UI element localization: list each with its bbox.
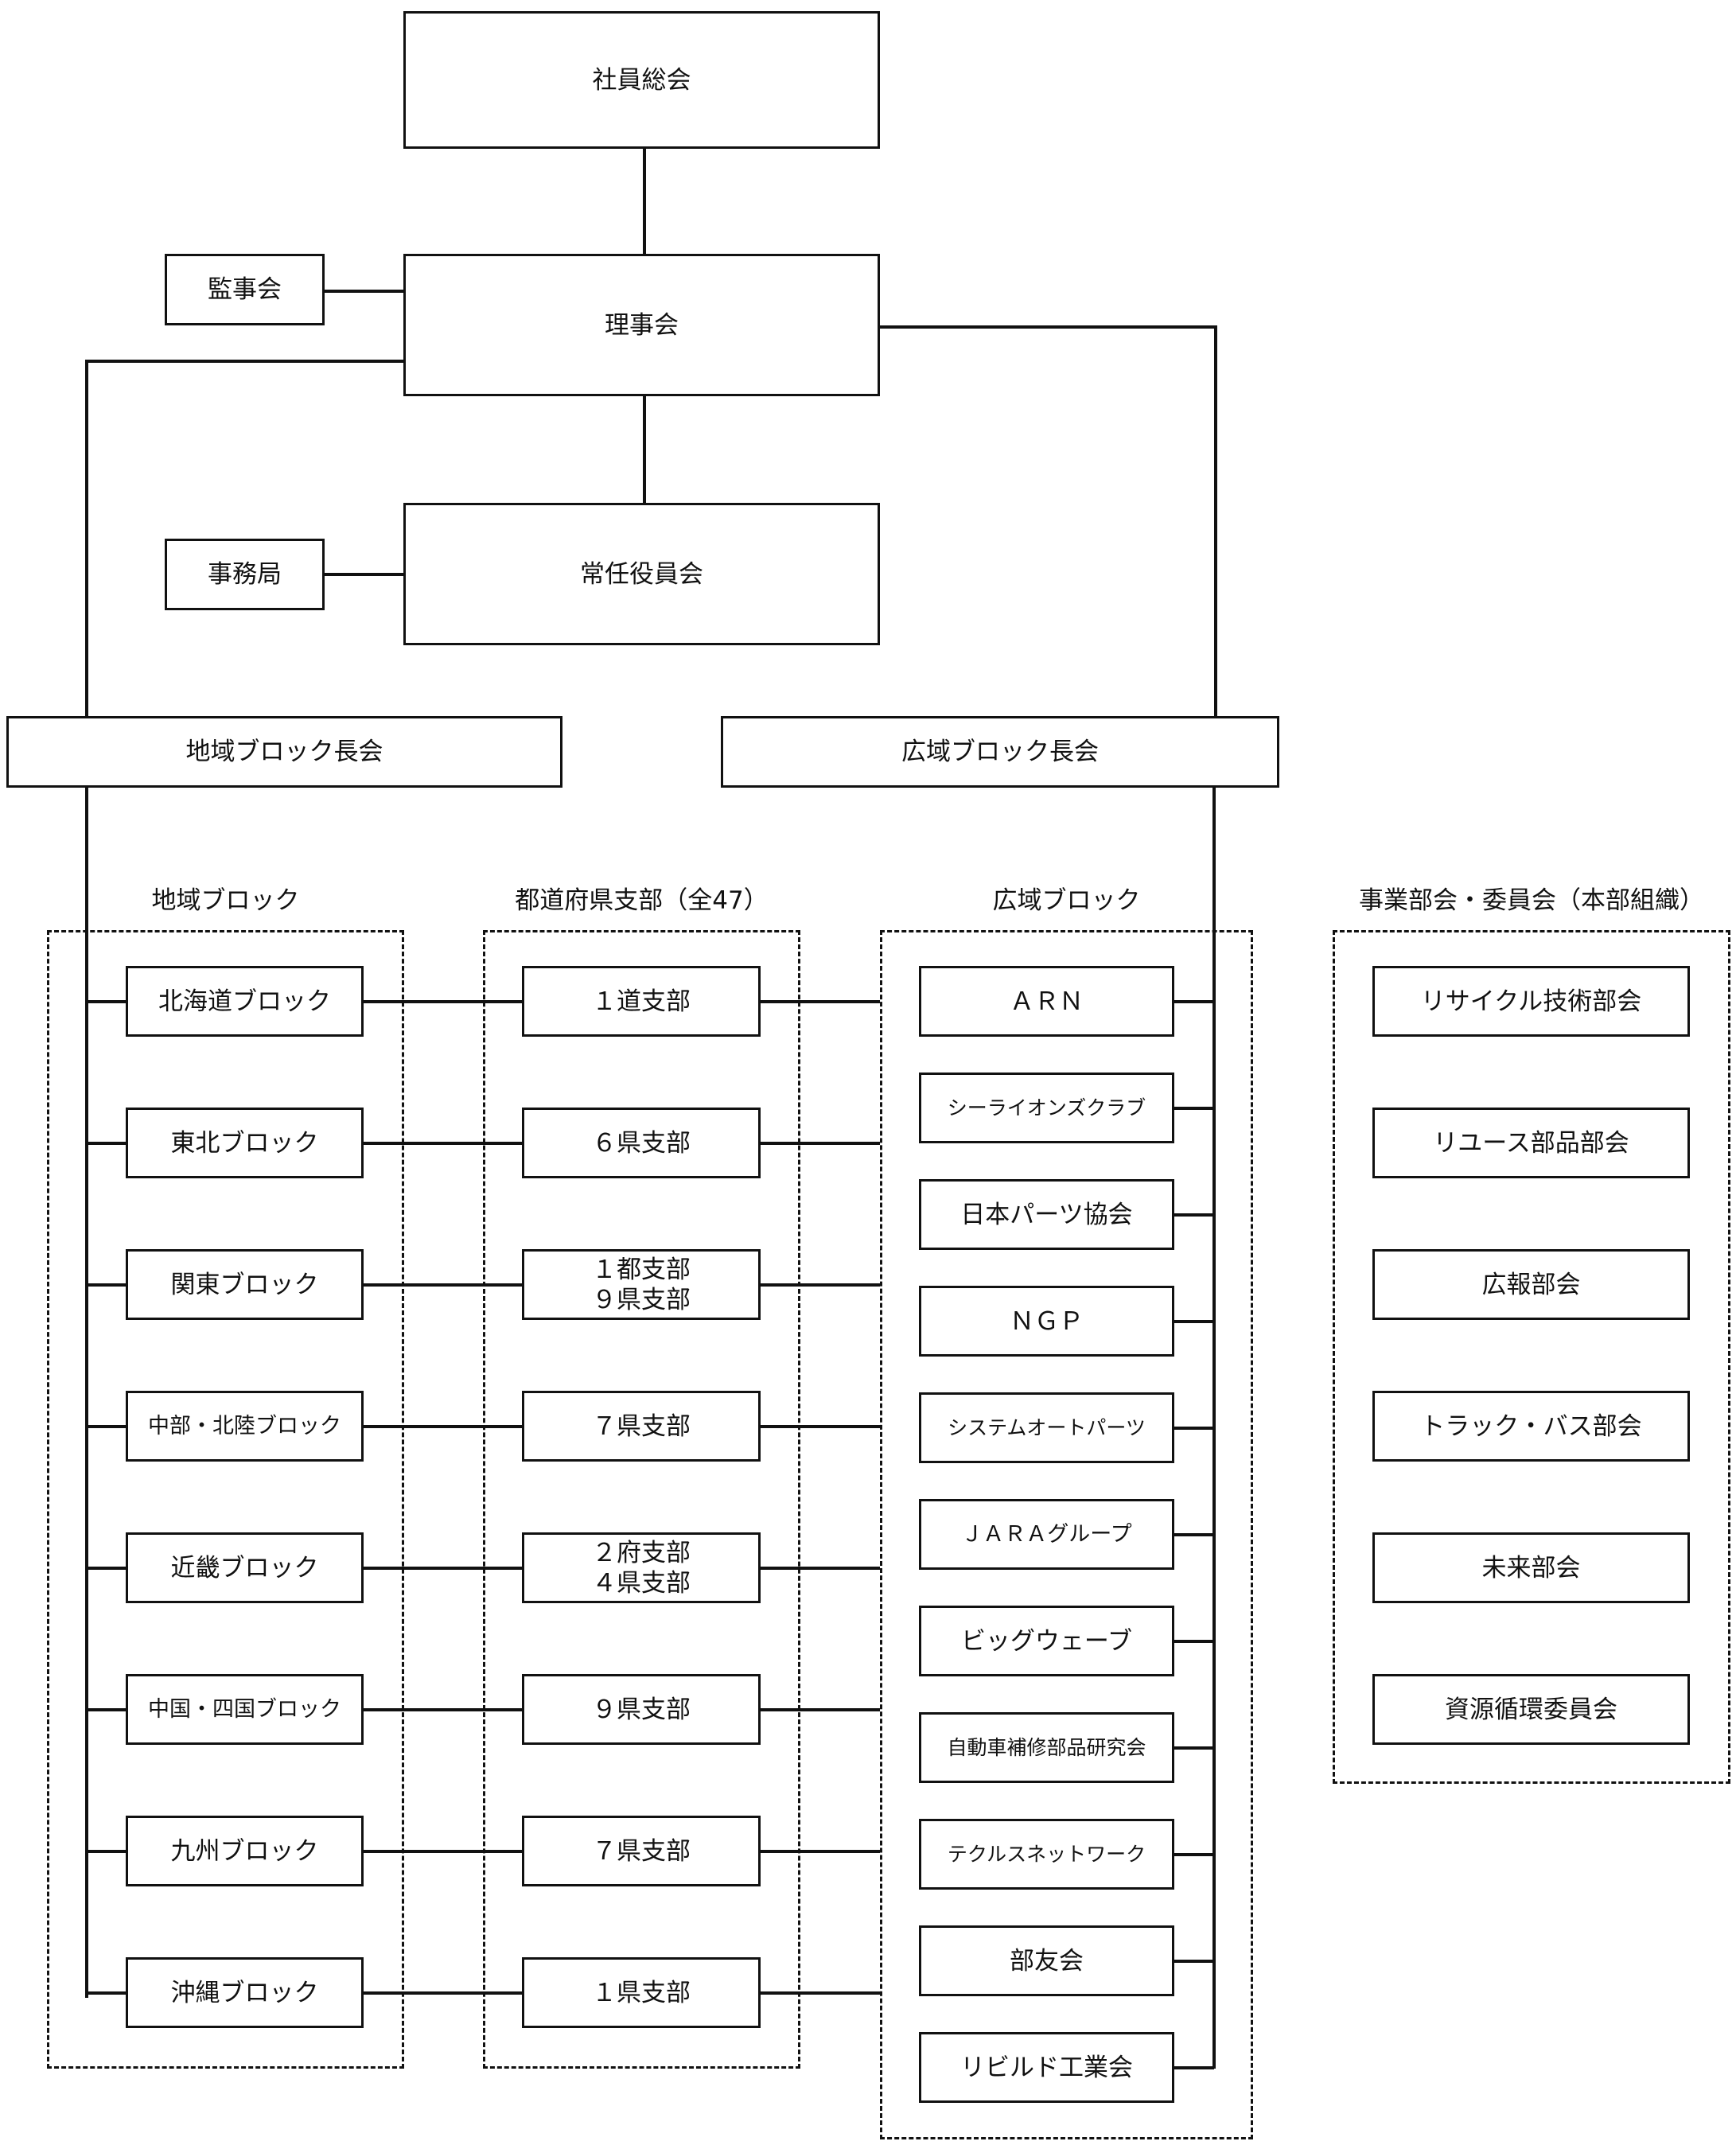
wide-area-block-box: 自動車補修部品研究会 bbox=[919, 1712, 1174, 1783]
connector-line bbox=[761, 1991, 880, 1995]
executive-committee-box: 常任役員会 bbox=[403, 503, 880, 645]
regional-block-box: 中部・北陸ブロック bbox=[126, 1391, 364, 1462]
wide-area-block-box: リビルド工業会 bbox=[919, 2032, 1174, 2103]
regional-block-box: 中国・四国ブロック bbox=[126, 1674, 364, 1745]
connector-line bbox=[364, 1141, 522, 1145]
connector-line bbox=[643, 149, 646, 254]
connector-line bbox=[364, 1424, 522, 1428]
wide-area-block-box: ビッグウェーブ bbox=[919, 1606, 1174, 1676]
wide-area-block-box: 部友会 bbox=[919, 1925, 1174, 1996]
connector-line bbox=[85, 1424, 126, 1428]
connector-line bbox=[761, 1283, 880, 1287]
prefectural-branch-box: ２府支部 ４県支部 bbox=[522, 1532, 761, 1603]
connector-line bbox=[85, 999, 126, 1003]
connector-line bbox=[1174, 1852, 1214, 1856]
connector-line bbox=[880, 325, 1217, 329]
prefectural-branch-box: １都支部 ９県支部 bbox=[522, 1249, 761, 1320]
connector-line bbox=[761, 999, 880, 1003]
secretariat-box: 事務局 bbox=[165, 539, 325, 610]
connector-line bbox=[364, 1283, 522, 1287]
regional-block-box: 北海道ブロック bbox=[126, 966, 364, 1037]
prefectural-branches-header: 都道府県支部（全47） bbox=[515, 886, 769, 915]
regional-block-box: 近畿ブロック bbox=[126, 1532, 364, 1603]
prefectural-branch-box: ７県支部 bbox=[522, 1816, 761, 1886]
connector-line bbox=[1174, 1426, 1214, 1430]
wide-area-block-box: システムオートパーツ bbox=[919, 1392, 1174, 1463]
connector-line bbox=[1174, 1639, 1214, 1643]
connector-line bbox=[761, 1707, 880, 1711]
connector-line bbox=[85, 1849, 126, 1853]
prefectural-branch-box: １県支部 bbox=[522, 1957, 761, 2028]
committee-box: 広報部会 bbox=[1372, 1249, 1690, 1320]
connector-line bbox=[761, 1566, 880, 1570]
wide-area-block-box: テクルスネットワーク bbox=[919, 1819, 1174, 1890]
wide-area-blocks-header: 広域ブロック bbox=[992, 886, 1141, 915]
prefectural-branches-group bbox=[483, 930, 800, 2069]
connector-line bbox=[85, 360, 403, 363]
connector-line bbox=[325, 290, 403, 293]
regional-block-box: 沖縄ブロック bbox=[126, 1957, 364, 2028]
wide-area-block-box: ＡＲＮ bbox=[919, 966, 1174, 1037]
connector-line bbox=[85, 1991, 126, 1995]
connector-line bbox=[1174, 1106, 1214, 1110]
connector-line bbox=[761, 1849, 880, 1853]
connector-line bbox=[1174, 1746, 1214, 1750]
wide-area-block-box: 日本パーツ協会 bbox=[919, 1179, 1174, 1250]
regional-block-chairs-box: 地域ブロック長会 bbox=[6, 716, 562, 788]
auditors-box: 監事会 bbox=[165, 254, 325, 325]
connector-line bbox=[364, 999, 522, 1003]
regional-block-box: 九州ブロック bbox=[126, 1816, 364, 1886]
connector-line bbox=[364, 1707, 522, 1711]
regional-blocks-header: 地域ブロック bbox=[151, 886, 300, 915]
connector-line bbox=[643, 396, 646, 503]
regional-trunk-line bbox=[85, 788, 88, 1998]
prefectural-branch-box: １道支部 bbox=[522, 966, 761, 1037]
connector-line bbox=[1174, 1959, 1214, 1963]
board-box: 理事会 bbox=[403, 254, 880, 396]
connector-line bbox=[364, 1566, 522, 1570]
connector-line bbox=[85, 1141, 126, 1145]
wide-area-block-box: ＮＧＰ bbox=[919, 1286, 1174, 1357]
committee-box: 資源循環委員会 bbox=[1372, 1674, 1690, 1745]
committees-group bbox=[1333, 930, 1730, 1784]
connector-line bbox=[364, 1991, 522, 1995]
connector-line bbox=[325, 573, 403, 576]
wide-area-trunk-line bbox=[1212, 788, 1216, 2069]
wide-area-block-box: ＪＡＲＡグループ bbox=[919, 1499, 1174, 1570]
wide-area-block-chairs-box: 広域ブロック長会 bbox=[721, 716, 1279, 788]
prefectural-branch-box: ６県支部 bbox=[522, 1108, 761, 1178]
wide-area-blocks-group bbox=[880, 930, 1253, 2139]
connector-line bbox=[761, 1141, 880, 1145]
connector-line bbox=[1174, 999, 1214, 1003]
connector-line bbox=[85, 1707, 126, 1711]
committee-box: リユース部品部会 bbox=[1372, 1108, 1690, 1178]
connector-line bbox=[85, 360, 88, 716]
regional-block-box: 東北ブロック bbox=[126, 1108, 364, 1178]
committee-box: 未来部会 bbox=[1372, 1532, 1690, 1603]
prefectural-branch-box: ９県支部 bbox=[522, 1674, 761, 1745]
committee-box: リサイクル技術部会 bbox=[1372, 966, 1690, 1037]
wide-area-block-box: シーライオンズクラブ bbox=[919, 1073, 1174, 1143]
connector-line bbox=[1214, 325, 1217, 716]
connector-line bbox=[85, 1566, 126, 1570]
prefectural-branch-box: ７県支部 bbox=[522, 1391, 761, 1462]
general-meeting-box: 社員総会 bbox=[403, 11, 880, 149]
connector-line bbox=[1174, 1532, 1214, 1536]
connector-line bbox=[364, 1849, 522, 1853]
connector-line bbox=[85, 1283, 126, 1287]
connector-line bbox=[1174, 1213, 1214, 1217]
committees-header: 事業部会・委員会（本部組織） bbox=[1359, 886, 1704, 915]
connector-line bbox=[1174, 2065, 1214, 2069]
regional-blocks-group bbox=[47, 930, 404, 2069]
connector-line bbox=[761, 1424, 880, 1428]
regional-block-box: 関東ブロック bbox=[126, 1249, 364, 1320]
connector-line bbox=[1174, 1319, 1214, 1323]
committee-box: トラック・バス部会 bbox=[1372, 1391, 1690, 1462]
